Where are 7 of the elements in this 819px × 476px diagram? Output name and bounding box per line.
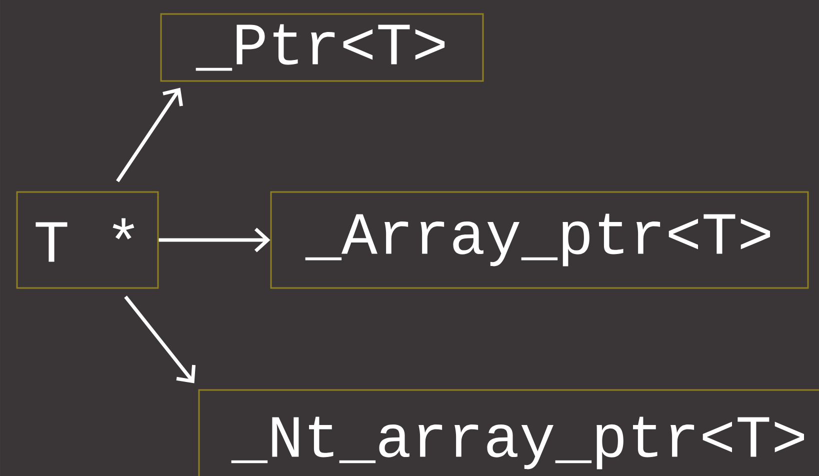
code-box: _Nt_array_ptr<T> xyxy=(198,389,819,476)
arrow xyxy=(116,88,183,182)
code-box: T * xyxy=(16,191,159,289)
arrow xyxy=(124,296,196,384)
code-box: _Ptr<T> xyxy=(160,13,484,82)
arrow xyxy=(158,228,270,252)
code-box: _Array_ptr<T> xyxy=(270,191,809,289)
